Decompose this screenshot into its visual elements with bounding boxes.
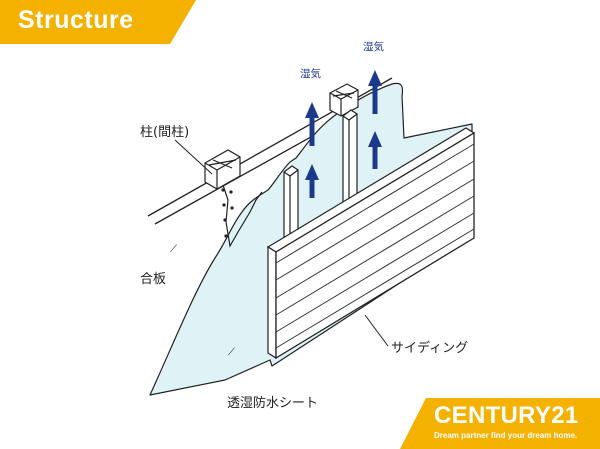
label-vapor-left: 湿気 <box>300 67 321 80</box>
brand-tagline: Dream partner find your dream home. <box>434 431 578 440</box>
leader-lines <box>174 139 389 347</box>
arrow-up-icon <box>368 70 382 114</box>
stud-block-left <box>204 149 241 190</box>
siding-panel <box>266 127 476 360</box>
arrow-up-icon <box>305 102 319 146</box>
label-stud: 柱(間柱) <box>140 125 189 140</box>
nail-dots <box>221 188 234 238</box>
brand-logo-text: CENTURY21 <box>434 402 579 429</box>
arrow-up-icon <box>368 131 382 169</box>
plywood-mark: ⟋ <box>170 244 177 255</box>
membrane-mark: ⟋ <box>228 347 235 358</box>
plywood-edge <box>221 181 263 248</box>
stud-block-right <box>329 83 359 117</box>
page-title: Structure <box>18 6 134 34</box>
arrow-up-icon <box>305 164 319 198</box>
label-vapor-right: 湿気 <box>363 40 384 53</box>
label-siding: サイディング <box>391 340 468 356</box>
vapor-arrows <box>305 70 382 198</box>
label-membrane: 透湿防水シート <box>227 395 318 411</box>
label-plywood: 合板 <box>140 272 166 287</box>
